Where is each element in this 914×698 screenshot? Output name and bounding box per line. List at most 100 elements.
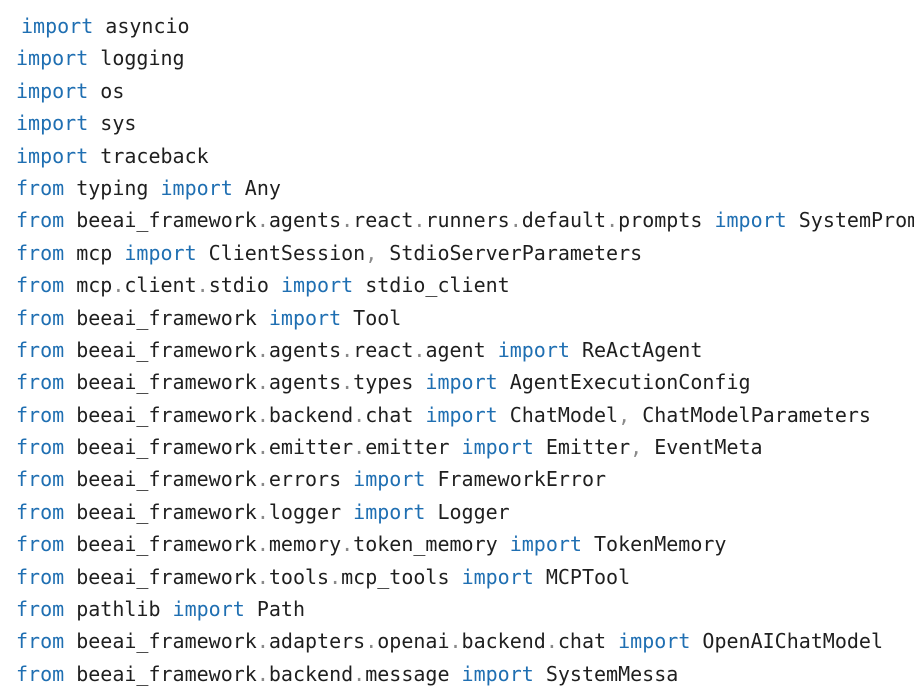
identifier-token: mcp_tools <box>341 564 462 589</box>
dot-token: . <box>256 661 269 686</box>
dot-token: . <box>256 370 269 395</box>
identifier-token: beeai_framework <box>64 467 257 492</box>
identifier-token: beeai_framework <box>64 337 257 362</box>
keyword-token: from <box>16 402 65 427</box>
identifier-token: backend <box>268 661 354 686</box>
keyword-token: from <box>16 597 65 622</box>
identifier-token: beeai_framework <box>64 661 257 686</box>
keyword-token: import <box>509 532 582 557</box>
keyword-token: import <box>353 467 426 492</box>
code-line: from beeai_framework.agents.react.agent … <box>16 334 914 366</box>
identifier-token: traceback <box>88 143 209 168</box>
identifier-token: logger <box>268 499 354 524</box>
code-line: import logging <box>16 42 914 74</box>
identifier-token: beeai_framework <box>64 305 269 330</box>
identifier-token: client <box>124 273 197 298</box>
identifier-token: os <box>88 78 125 103</box>
identifier-token: beeai_framework <box>64 564 257 589</box>
identifier-token: SystemMessa <box>533 661 679 686</box>
identifier-token: beeai_framework <box>64 208 257 233</box>
dot-token: . <box>256 435 269 460</box>
code-line: from beeai_framework import Tool <box>16 302 914 334</box>
identifier-token: stdio_client <box>353 273 510 298</box>
identifier-token: TokenMemory <box>581 532 727 557</box>
dot-token: . <box>256 629 269 654</box>
keyword-token: import <box>160 175 233 200</box>
identifier-token: agent <box>425 337 498 362</box>
identifier-token: Emitter <box>533 435 631 460</box>
code-line: from beeai_framework.logger import Logge… <box>16 496 914 528</box>
identifier-token: asyncio <box>93 14 190 38</box>
identifier-token: Logger <box>425 499 510 524</box>
keyword-token: import <box>461 435 534 460</box>
dot-token: . <box>353 661 366 686</box>
identifier-token: chat <box>365 402 426 427</box>
identifier-token: ChatModelParameters <box>630 402 871 427</box>
identifier-token: ChatModel <box>497 402 619 427</box>
keyword-token: import <box>497 337 570 362</box>
keyword-token: import <box>21 14 94 38</box>
identifier-token: agents <box>268 208 342 233</box>
comma-token: , <box>365 240 378 265</box>
keyword-token: import <box>280 273 354 298</box>
identifier-token: MCPTool <box>533 564 631 589</box>
identifier-token: runners <box>425 208 510 233</box>
dot-token: . <box>341 370 354 395</box>
dot-token: . <box>256 208 269 233</box>
keyword-token: from <box>16 305 65 330</box>
dot-token: . <box>353 402 366 427</box>
identifier-token: ClientSession <box>196 240 366 265</box>
dot-token: . <box>341 532 354 557</box>
keyword-token: import <box>16 143 89 168</box>
keyword-token: import <box>124 240 197 265</box>
dot-token: . <box>413 208 426 233</box>
keyword-token: from <box>16 273 65 298</box>
dot-token: . <box>329 564 342 589</box>
code-line: import asyncio <box>16 10 914 42</box>
dot-token: . <box>256 532 269 557</box>
keyword-token: from <box>16 208 65 233</box>
keyword-token: import <box>268 305 342 330</box>
identifier-token: beeai_framework <box>64 532 257 557</box>
identifier-token: ReActAgent <box>569 337 703 362</box>
keyword-token: import <box>714 208 787 233</box>
dot-token: . <box>545 629 558 654</box>
dot-token: . <box>509 208 522 233</box>
dot-token: . <box>256 467 269 492</box>
identifier-token: OpenAIChatModel <box>690 629 884 654</box>
keyword-token: from <box>16 240 65 265</box>
code-line: from beeai_framework.adapters.openai.bac… <box>16 625 914 657</box>
dot-token: . <box>256 499 269 524</box>
identifier-token: EventMeta <box>642 435 763 460</box>
code-line: from beeai_framework.tools.mcp_tools imp… <box>16 561 914 593</box>
code-line: from mcp import ClientSession, StdioServ… <box>16 237 914 269</box>
dot-token: . <box>256 564 269 589</box>
keyword-token: from <box>16 629 65 654</box>
identifier-token: memory <box>268 532 342 557</box>
code-line: from beeai_framework.backend.chat import… <box>16 399 914 431</box>
identifier-token: emitter <box>365 435 462 460</box>
keyword-token: import <box>461 564 534 589</box>
identifier-token: openai <box>377 629 450 654</box>
keyword-token: from <box>16 337 65 362</box>
keyword-token: from <box>16 564 65 589</box>
dot-token: . <box>353 435 366 460</box>
identifier-token: beeai_framework <box>64 629 257 654</box>
identifier-token: sys <box>88 111 137 136</box>
code-line: from beeai_framework.agents.types import… <box>16 366 914 398</box>
identifier-token: emitter <box>268 435 354 460</box>
identifier-token: chat <box>557 629 619 654</box>
identifier-token: Any <box>232 175 281 200</box>
identifier-token: agents <box>268 370 342 395</box>
dot-token: . <box>413 337 426 362</box>
identifier-token: types <box>353 370 426 395</box>
dot-token: . <box>606 208 619 233</box>
code-line: from beeai_framework.memory.token_memory… <box>16 528 914 560</box>
identifier-token: beeai_framework <box>64 402 257 427</box>
code-line: from typing import Any <box>16 172 914 204</box>
keyword-token: from <box>16 175 65 200</box>
identifier-token: adapters <box>268 629 366 654</box>
identifier-token: beeai_framework <box>64 370 257 395</box>
identifier-token: message <box>365 661 462 686</box>
